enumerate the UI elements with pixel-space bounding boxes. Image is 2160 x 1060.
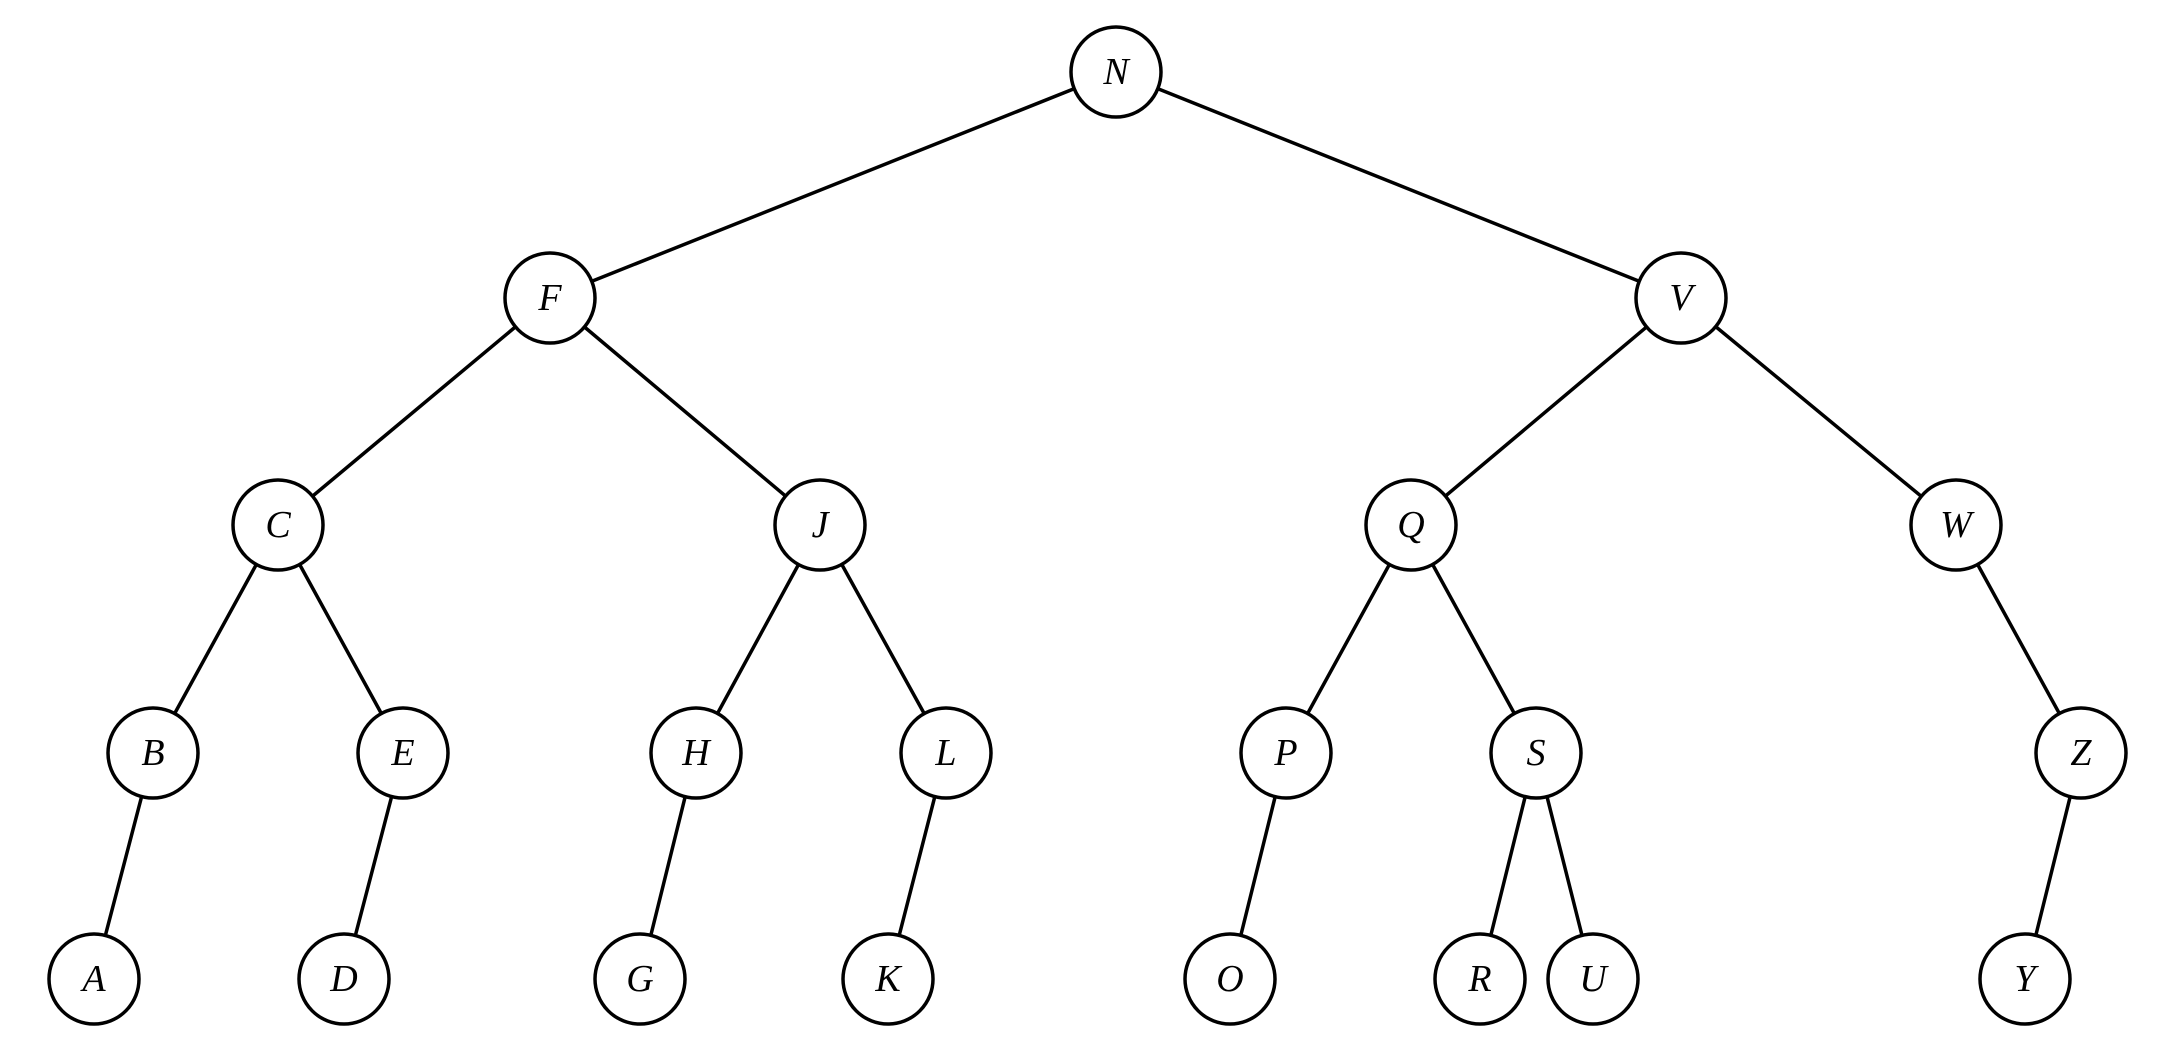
node-circle [47, 932, 141, 1026]
node-circle [593, 932, 687, 1026]
node-label: P [1273, 732, 1297, 774]
node-circle [106, 706, 200, 800]
node-label: U [1579, 958, 1609, 1000]
tree-node-y: Y [1978, 932, 2072, 1026]
node-circle [1489, 706, 1583, 800]
tree-node-s: S [1489, 706, 1583, 800]
node-label: H [681, 732, 712, 774]
node-circle [1433, 932, 1527, 1026]
node-circle [649, 706, 743, 800]
node-label: C [265, 504, 291, 546]
node-label: D [329, 958, 357, 1000]
tree-edges [92, 70, 2083, 981]
node-label: V [1669, 277, 1696, 319]
tree-node-u: U [1546, 932, 1640, 1026]
node-circle [503, 251, 597, 345]
tree-node-n: N [1069, 25, 1163, 119]
node-label: R [1467, 958, 1491, 1000]
node-label: F [537, 277, 562, 319]
tree-node-j: J [773, 478, 867, 572]
node-circle [1364, 478, 1458, 572]
tree-node-p: P [1239, 706, 1333, 800]
node-circle [1546, 932, 1640, 1026]
node-label: N [1102, 51, 1131, 93]
tree-node-l: L [899, 706, 993, 800]
edge-v-w [1679, 296, 1958, 527]
node-label: J [812, 504, 831, 546]
node-label: L [934, 732, 956, 774]
node-label: S [1527, 732, 1546, 774]
node-circle [1069, 25, 1163, 119]
tree-node-w: W [1909, 478, 2003, 572]
node-circle [1909, 478, 2003, 572]
node-label: W [1940, 504, 1975, 546]
node-label: B [141, 732, 164, 774]
tree-node-f: F [503, 251, 597, 345]
node-circle [1634, 251, 1728, 345]
node-circle [899, 706, 993, 800]
node-circle [1978, 932, 2072, 1026]
node-circle [773, 478, 867, 572]
tree-node-k: K [841, 932, 935, 1026]
node-label: Z [2070, 732, 2092, 774]
tree-node-o: O [1183, 932, 1277, 1026]
edge-n-v [1114, 70, 1683, 300]
node-label: E [390, 732, 414, 774]
tree-node-h: H [649, 706, 743, 800]
tree-node-q: Q [1364, 478, 1458, 572]
node-circle [231, 478, 325, 572]
node-label: Q [1397, 504, 1424, 546]
tree-node-g: G [593, 932, 687, 1026]
node-label: G [626, 958, 653, 1000]
edge-n-f [548, 70, 1118, 300]
node-circle [1239, 706, 1333, 800]
node-circle [1183, 932, 1277, 1026]
edge-v-q [1409, 296, 1683, 527]
tree-node-a: A [47, 932, 141, 1026]
tree-node-r: R [1433, 932, 1527, 1026]
tree-node-b: B [106, 706, 200, 800]
tree-node-e: E [356, 706, 450, 800]
node-circle [297, 932, 391, 1026]
node-label: O [1216, 958, 1243, 1000]
node-label: K [874, 958, 902, 1000]
node-circle [356, 706, 450, 800]
tree-node-z: Z [2034, 706, 2128, 800]
tree-nodes: N F V C J Q W B E H L P S Z A D G K O R U Y [47, 25, 2128, 1026]
edge-f-c [276, 296, 552, 527]
node-circle [841, 932, 935, 1026]
node-circle [2034, 706, 2128, 800]
node-label: A [79, 958, 106, 1000]
node-label: Y [2014, 958, 2039, 1000]
tree-node-v: V [1634, 251, 1728, 345]
tree-node-d: D [297, 932, 391, 1026]
edge-f-j [548, 296, 822, 527]
tree-node-c: C [231, 478, 325, 572]
